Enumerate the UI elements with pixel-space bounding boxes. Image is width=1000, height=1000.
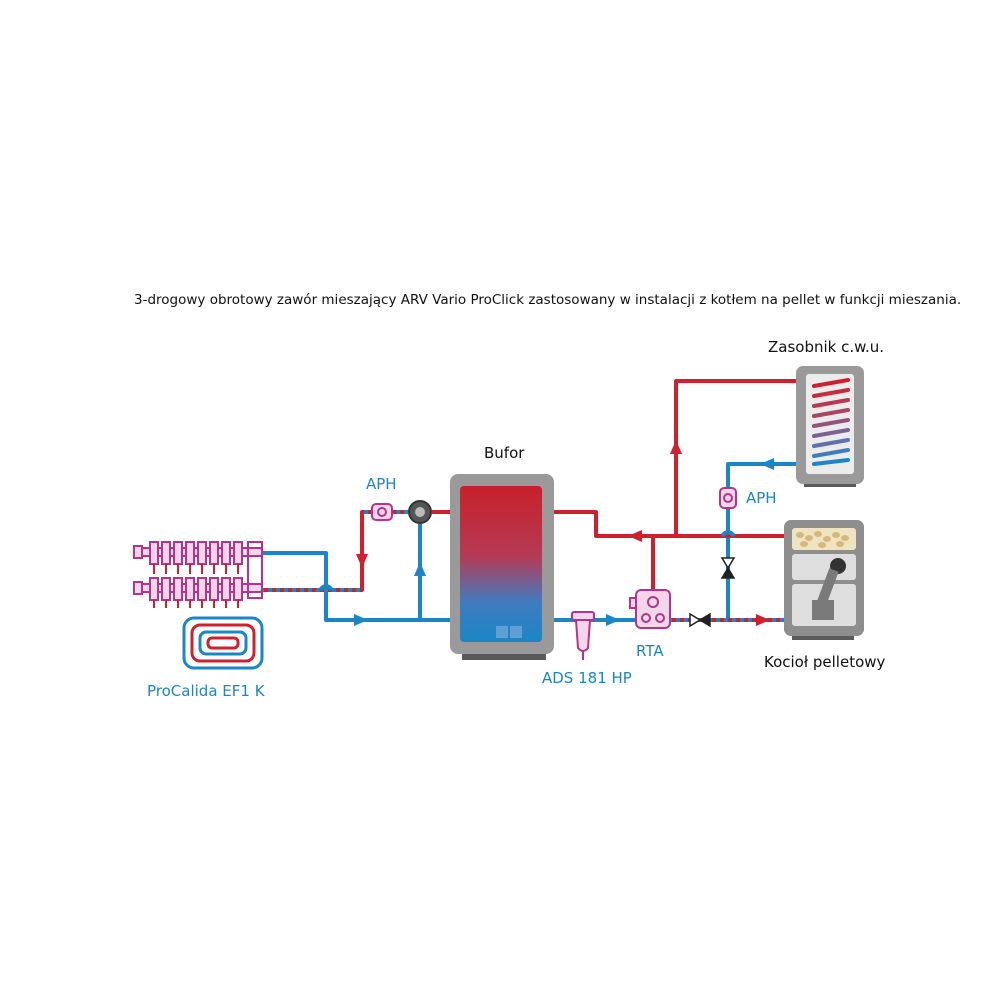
pipe-dhw-supply xyxy=(674,379,806,536)
label-manifold: ProCalida EF1 K xyxy=(147,682,266,700)
arrow-left-dhw-return xyxy=(760,458,774,470)
arrow-left-hot xyxy=(628,530,642,542)
arrow-right-cold xyxy=(354,614,368,626)
label-buffer: Bufor xyxy=(484,444,525,462)
label-filter: ADS 181 HP xyxy=(542,669,632,687)
arrow-up-dhw xyxy=(670,440,682,454)
diagram-caption: 3-drogowy obrotowy zawór mieszający ARV … xyxy=(134,292,962,308)
pellet-boiler xyxy=(784,520,864,640)
arrow-right-boiler xyxy=(756,614,770,626)
pipe-crossover xyxy=(318,584,334,592)
flow-arrows xyxy=(354,440,774,626)
aph-left xyxy=(371,503,393,521)
label-aph-left: APH xyxy=(366,475,397,493)
rta-valve xyxy=(629,589,671,629)
manifold xyxy=(133,541,263,608)
aph-right xyxy=(719,487,737,509)
arrow-up-bypass xyxy=(414,562,426,576)
arrow-down-aph xyxy=(356,554,368,568)
mixing-valve-arv[interactable] xyxy=(408,500,432,524)
arrow-right-filter xyxy=(606,614,620,626)
label-aph-right: APH xyxy=(746,489,777,507)
valve-horizontal xyxy=(689,612,711,628)
label-boiler: Kocioł pelletowy xyxy=(764,653,886,671)
valve-vertical xyxy=(720,557,736,579)
pipe-crossover-right xyxy=(720,530,736,538)
dhw-coil xyxy=(812,378,850,466)
ads-filter xyxy=(571,611,595,660)
pipe-boiler-hot xyxy=(552,510,786,538)
label-dhw-tank: Zasobnik c.w.u. xyxy=(768,338,884,356)
floor-heating-loop xyxy=(182,616,264,670)
dhw-tank xyxy=(796,366,864,487)
buffer-tank xyxy=(450,474,554,660)
label-rta: RTA xyxy=(636,642,664,660)
